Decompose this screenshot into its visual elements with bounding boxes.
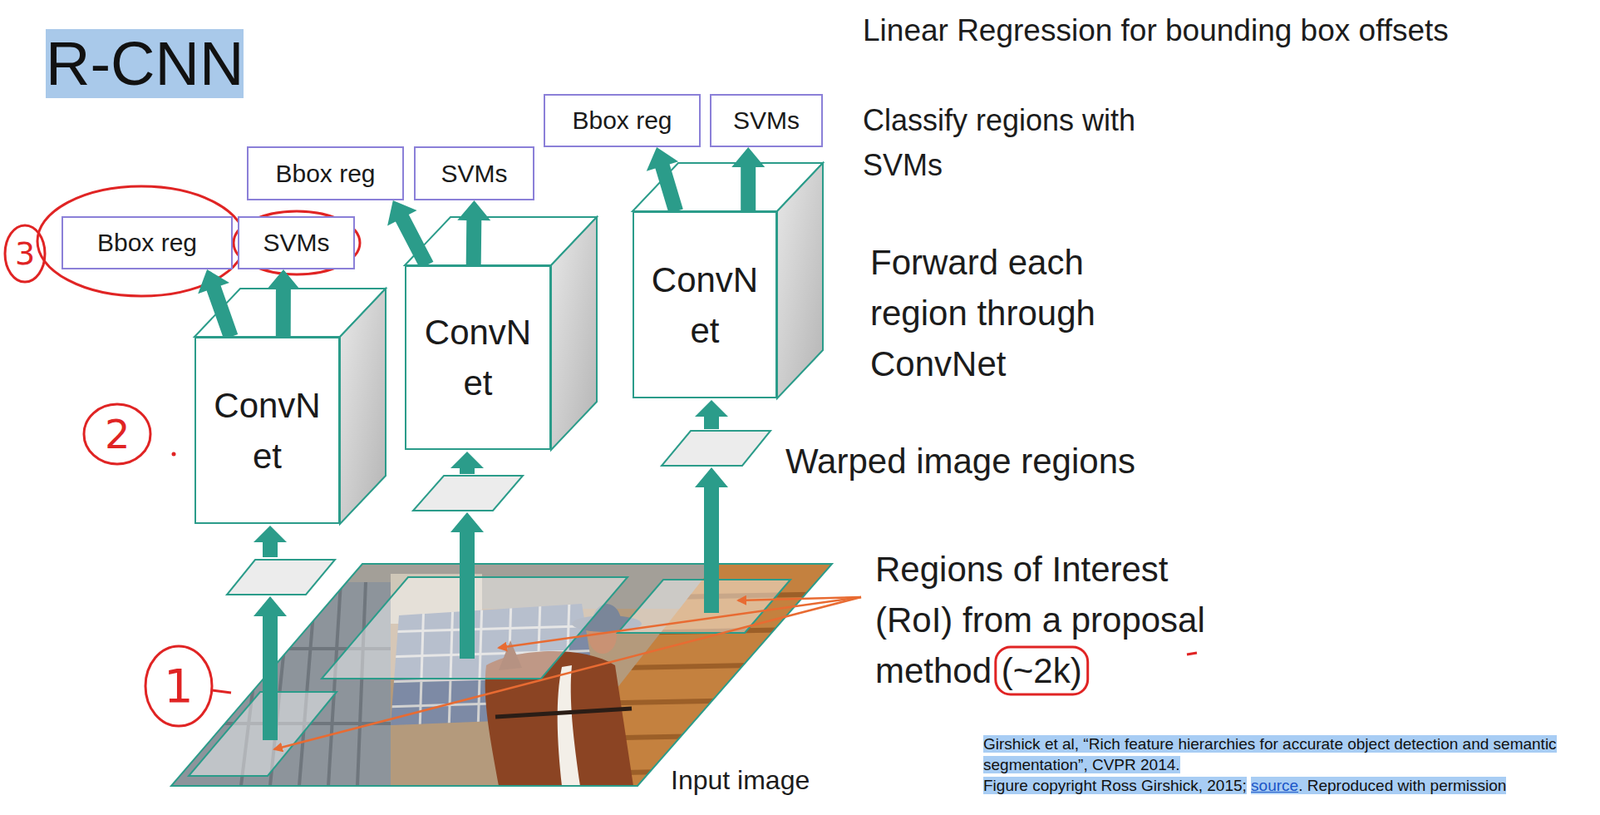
convnet-box: ConvN et — [632, 211, 778, 399]
step-note: Forward each region through ConvNet — [870, 242, 1096, 384]
red-annotation — [4, 225, 45, 282]
input-photo — [557, 664, 581, 786]
input-photo — [299, 581, 316, 786]
node-text: ConvN et — [419, 306, 537, 409]
callout-number-box: 3 — [14, 237, 35, 270]
bbox-reg-box: Bbox reg — [543, 93, 701, 148]
warped-region — [226, 559, 335, 595]
callout-number: 3 — [14, 235, 35, 272]
region-proposal — [188, 576, 791, 776]
leader-line — [274, 596, 862, 749]
diagram-title: R-CNN — [45, 29, 244, 99]
node-text: Bbox reg — [275, 158, 375, 189]
flow-arrow — [694, 467, 729, 613]
step-note: Classify regions with SVMs — [862, 103, 1136, 183]
citation-block: Girshick et al, “Rich feature hierarchie… — [983, 733, 1596, 796]
convnet-3d-face — [339, 288, 386, 524]
node-text: ConvN et — [209, 379, 326, 482]
citation: . Reproduced with permission — [1298, 776, 1507, 794]
node-text: SVMs — [262, 227, 330, 258]
convnet-3d-face — [777, 162, 823, 399]
input-photo — [166, 581, 391, 786]
step-note-box: Warped image regions — [785, 440, 1136, 483]
input-photo — [166, 556, 840, 790]
step-note: Regions of Interest (RoI) from a proposa… — [875, 549, 1206, 690]
flow-arrow — [387, 200, 434, 269]
bbox-reg-box: Bbox reg — [246, 146, 404, 201]
flow-arrow — [450, 512, 484, 659]
input-photo — [166, 581, 391, 786]
svm-box: SVMs — [413, 146, 535, 201]
node-text: Bbox reg — [97, 227, 197, 258]
citation-line: Girshick et al, “Rich feature hierarchie… — [983, 733, 1596, 775]
callout-number: 1 — [163, 658, 194, 713]
title-block: R-CNN — [45, 34, 244, 94]
red-annotation — [1186, 652, 1197, 655]
svm-box: SVMs — [709, 93, 823, 148]
image-frame — [171, 563, 832, 786]
step-note-box: Linear Regression for bounding box offse… — [862, 8, 1449, 54]
flow-arrow — [646, 147, 684, 214]
citation-line: Figure copyright Ross Girshick, 2015;sou… — [983, 774, 1596, 796]
step-note: Warped image regions — [785, 441, 1136, 481]
leader-line — [498, 596, 862, 648]
step-note-box: Classify regions with SVMs — [862, 98, 1162, 188]
leader-line — [274, 596, 862, 749]
callout-number-box: 2 — [104, 413, 131, 454]
flow-arrow — [694, 399, 729, 429]
convnet-3d-face — [194, 162, 823, 524]
warped-region — [413, 475, 523, 511]
flow-arrow — [731, 147, 765, 212]
input-photo — [328, 581, 341, 786]
input-photo — [495, 708, 632, 717]
node-text: SVMs — [440, 158, 508, 189]
flow-arrow — [450, 451, 484, 474]
svm-box: SVMs — [237, 216, 355, 270]
flow-arrow — [253, 595, 287, 740]
node-text: SVMs — [733, 105, 800, 136]
node-text: ConvN et — [646, 254, 764, 356]
step-note: Linear Regression for bounding box offse… — [862, 13, 1449, 48]
red-annotation — [211, 689, 232, 693]
red-dot — [172, 452, 177, 457]
red-annotation — [83, 403, 151, 464]
callout-number: 2 — [104, 410, 131, 458]
citation: Figure copyright Ross Girshick, 2015; — [983, 776, 1247, 794]
bbox-reg-box: Bbox reg — [61, 216, 233, 270]
flow-arrow — [266, 269, 301, 337]
red-annotation — [4, 186, 1197, 726]
red-annotation — [233, 211, 360, 275]
input-photo — [357, 581, 366, 786]
step-note-box: Forward each region through ConvNet — [870, 236, 1112, 389]
convnet-box: ConvN et — [404, 265, 552, 450]
source-link: source — [1250, 776, 1299, 794]
convnet-box: ConvN et — [194, 336, 340, 524]
input-photo — [166, 556, 840, 790]
node-text: Bbox reg — [571, 105, 672, 136]
citation: Girshick et al, “Rich feature hierarchie… — [983, 734, 1557, 773]
step-note-box: Regions of Interest (RoI) from a proposa… — [875, 543, 1221, 696]
callout-number-box: 1 — [163, 662, 194, 709]
flow-arrow — [253, 525, 287, 557]
warped-region — [661, 430, 771, 466]
convnet-3d-face — [551, 216, 597, 450]
flow-arrow — [457, 200, 491, 266]
flow-arrow — [197, 269, 238, 340]
image-label: Input image — [670, 764, 810, 795]
red-annotation — [145, 645, 212, 726]
image-label-box: Input image — [670, 763, 810, 797]
